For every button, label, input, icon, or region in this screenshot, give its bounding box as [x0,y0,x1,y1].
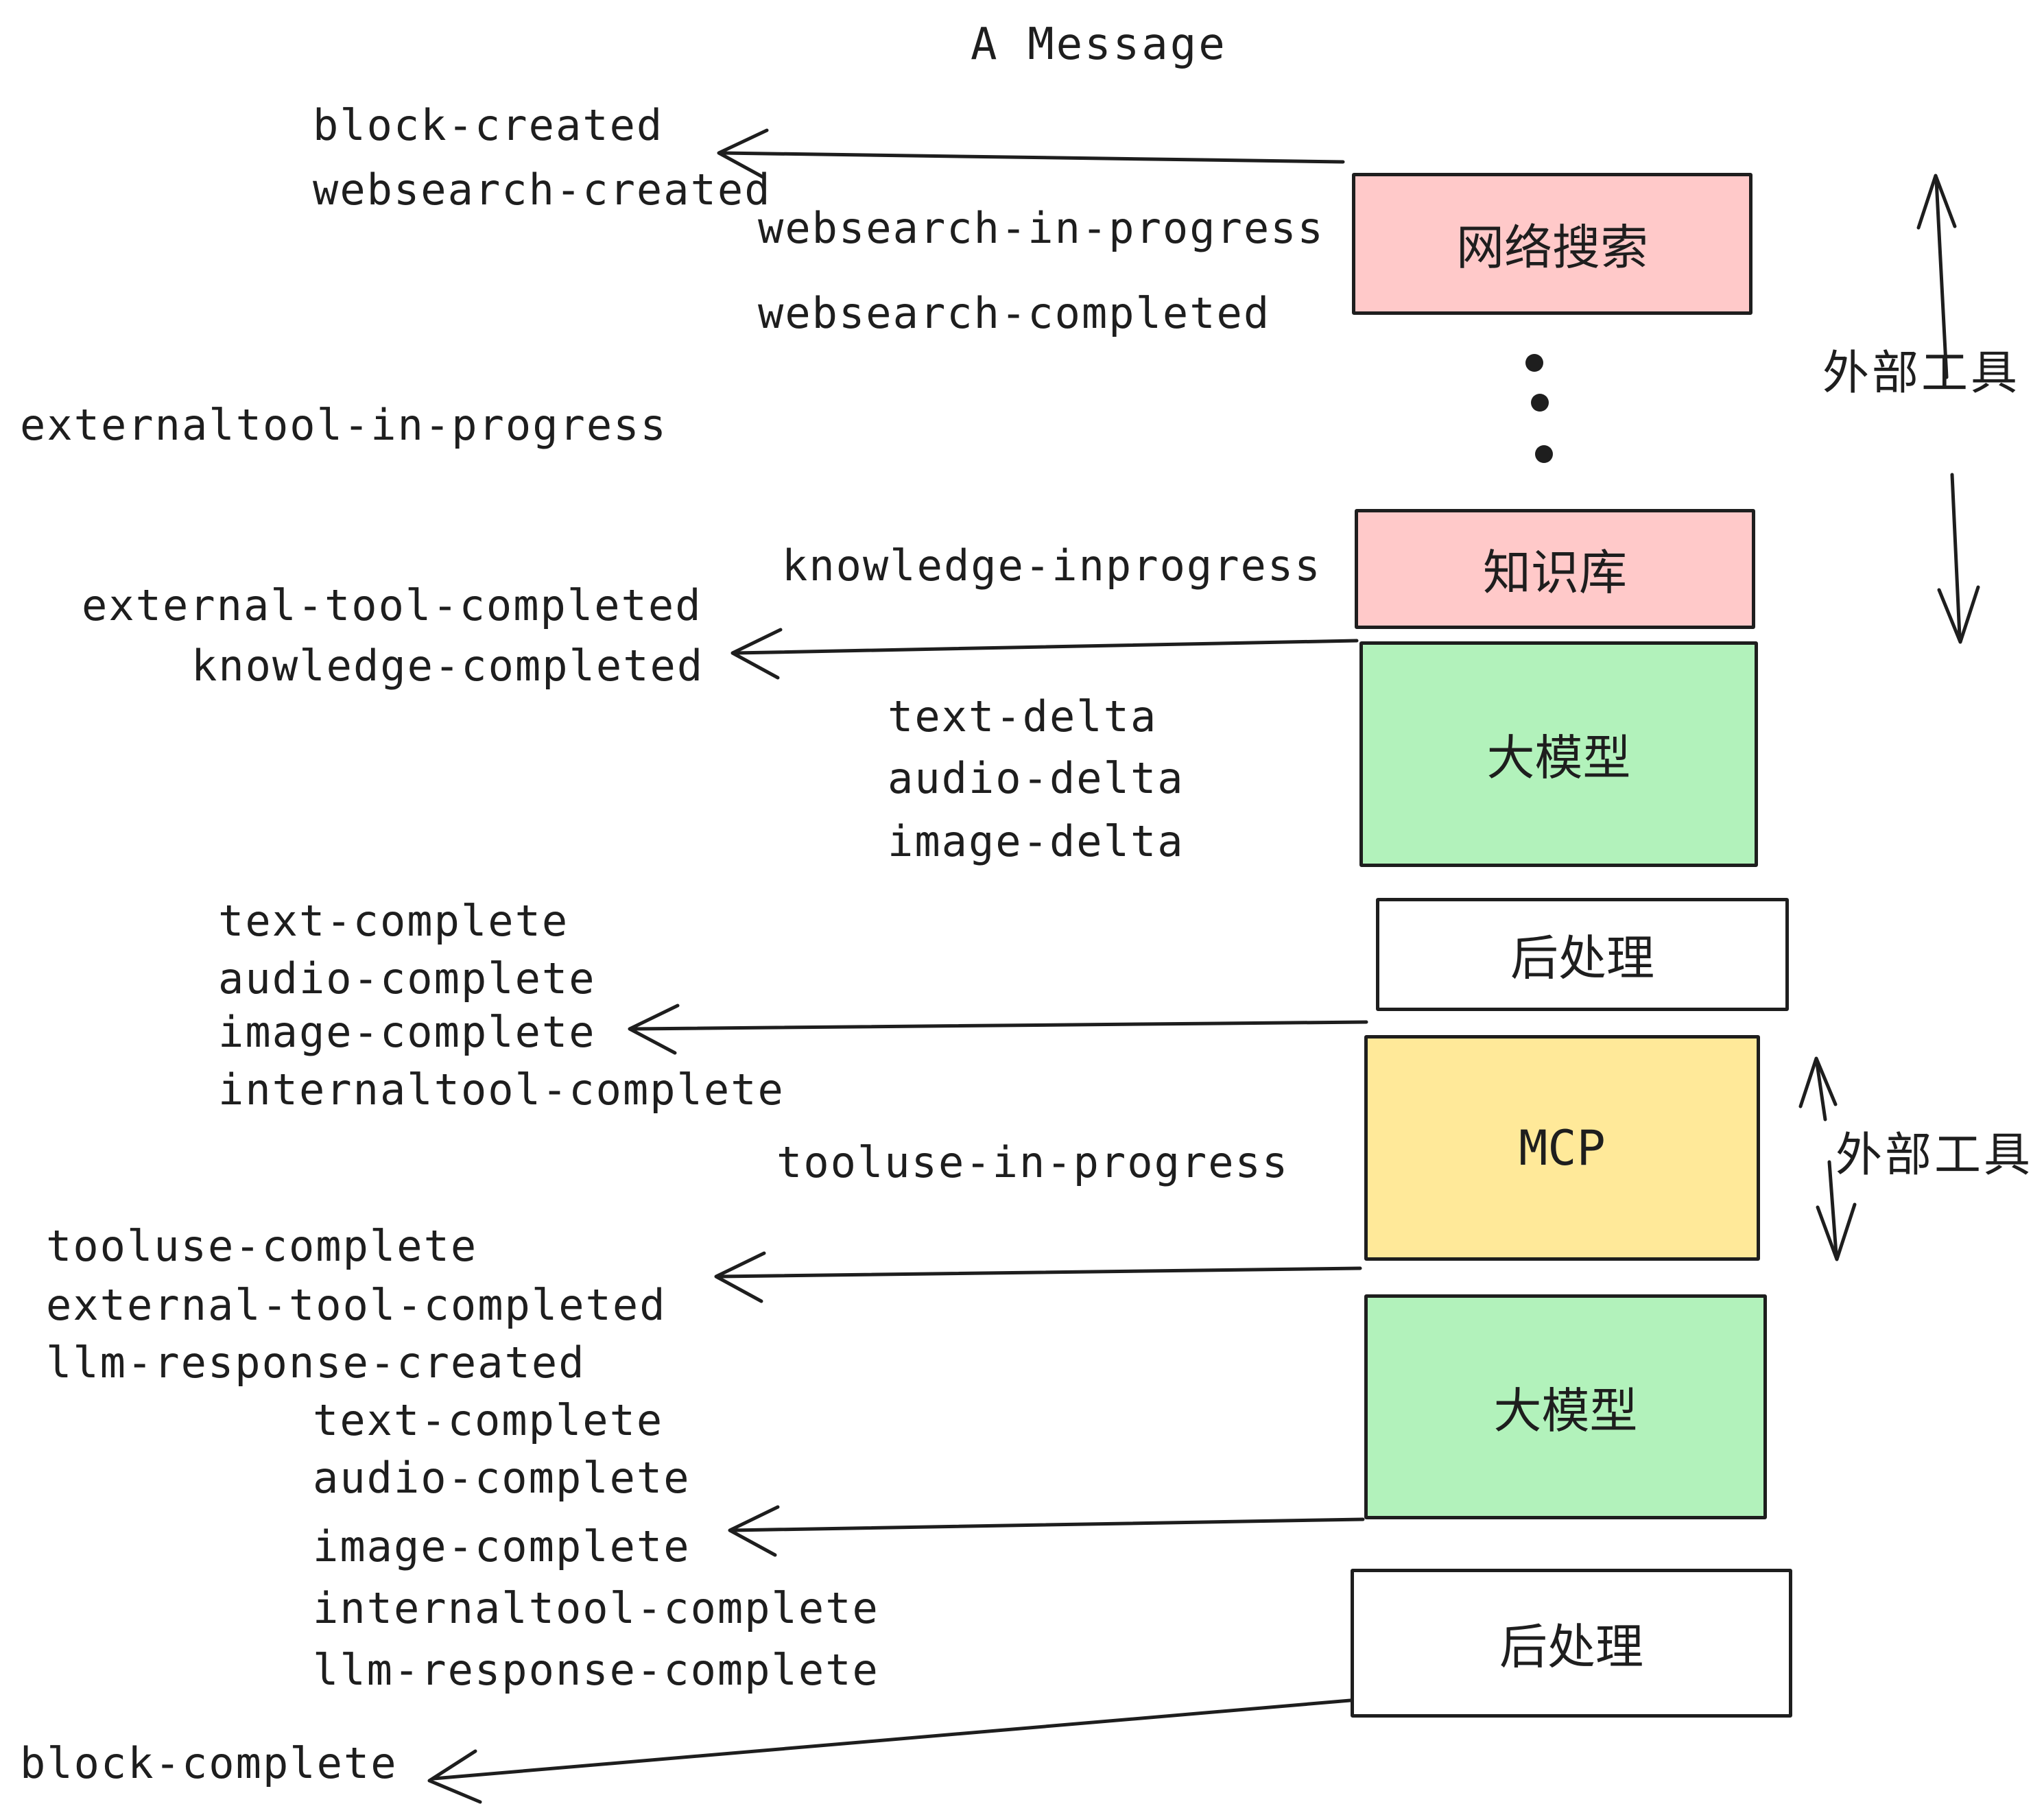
event-external-tool-completed: external-tool-completed [82,580,702,630]
box-mcp-label: MCP [1519,1119,1606,1176]
dot [1531,394,1549,412]
box-websearch: 网络搜索 [1352,173,1752,315]
event-knowledge-inprogress: knowledge-inprogress [782,541,1322,591]
event-externaltool-in-progress: externaltool-in-progress [20,400,667,450]
arrow-shaft [717,1266,1362,1279]
event-websearch-created: websearch-created [313,165,772,215]
box-postprocess-1: 后处理 [1376,898,1789,1011]
event-external-tool-completed-2: external-tool-completed [46,1280,667,1330]
event-tooluse-complete: tooluse-complete [46,1221,478,1271]
arrow-head-icon [427,1749,482,1804]
event-llm-response-complete: llm-response-complete [313,1645,879,1695]
external-tools-up-arrow-mid [1798,1056,1838,1121]
box-llm-1-label: 大模型 [1486,731,1631,785]
arrow-shaft [730,1517,1365,1532]
event-audio-complete-2: audio-complete [313,1453,691,1503]
event-audio-complete: audio-complete [218,953,596,1004]
box-llm-1: 大模型 [1359,641,1758,867]
event-websearch-in-progress: websearch-in-progress [758,203,1324,253]
external-tools-label-top: 外部工具 [1822,347,2021,399]
box-postprocess-2-label: 后处理 [1499,1620,1643,1674]
event-tooluse-in-progress: tooluse-in-progress [776,1137,1290,1187]
event-text-complete-2: text-complete [313,1395,664,1445]
box-mcp: MCP [1364,1035,1760,1261]
arrow-head-icon [728,1505,780,1557]
dot [1535,445,1553,463]
arrow-head-icon [1816,1202,1857,1261]
arrow-head-icon [1937,585,1980,644]
box-knowledge-label: 知识库 [1483,546,1627,600]
arrow-head-icon [1798,1056,1838,1108]
event-audio-delta: audio-delta [888,753,1185,803]
box-postprocess-2: 后处理 [1351,1569,1792,1718]
event-image-complete: image-complete [218,1007,596,1057]
arrow-tooluse-complete [714,1251,1362,1303]
box-llm-2-label: 大模型 [1493,1384,1638,1438]
arrow-head-icon [714,1251,766,1303]
arrow-audio-complete [728,1505,1365,1557]
event-block-created: block-created [313,100,664,150]
arrow-shaft [1815,1061,1827,1121]
event-text-delta: text-delta [888,691,1158,741]
arrow-shaft [431,1697,1368,1781]
event-text-complete: text-complete [218,896,569,946]
box-postprocess-1-label: 后处理 [1510,931,1654,985]
arrow-shaft [733,639,1359,655]
arrow-block-complete [427,1697,1368,1804]
arrow-shaft [1950,473,1962,639]
box-knowledge: 知识库 [1355,509,1755,629]
arrow-image-complete [628,1004,1368,1055]
event-knowledge-completed: knowledge-completed [191,641,704,691]
event-internaltool-complete: internaltool-complete [218,1065,785,1115]
arrow-head-icon [730,628,783,680]
arrow-shaft [630,1020,1368,1031]
arrow-shaft [720,151,1345,164]
box-websearch-label: 网络搜索 [1456,221,1648,274]
event-image-delta: image-delta [888,816,1185,866]
ellipsis-dots-icon [1525,354,1553,463]
event-image-complete-2: image-complete [313,1521,691,1571]
diagram-title: A Message [971,19,1227,70]
arrow-head-icon [628,1004,680,1055]
dot [1525,354,1543,372]
arrow-block-created [717,128,1345,180]
event-llm-response-created: llm-response-created [46,1338,586,1388]
box-llm-2: 大模型 [1364,1294,1767,1519]
external-tools-label-mid: 外部工具 [1835,1129,2034,1181]
event-websearch-completed: websearch-completed [758,288,1271,338]
event-block-complete: block-complete [20,1738,398,1788]
arrow-head-icon [1916,174,1957,230]
external-tools-down-arrow-top [1937,473,1980,644]
arrow-knowledge-completed [730,628,1359,680]
event-internaltool-complete-2: internaltool-complete [313,1583,879,1633]
